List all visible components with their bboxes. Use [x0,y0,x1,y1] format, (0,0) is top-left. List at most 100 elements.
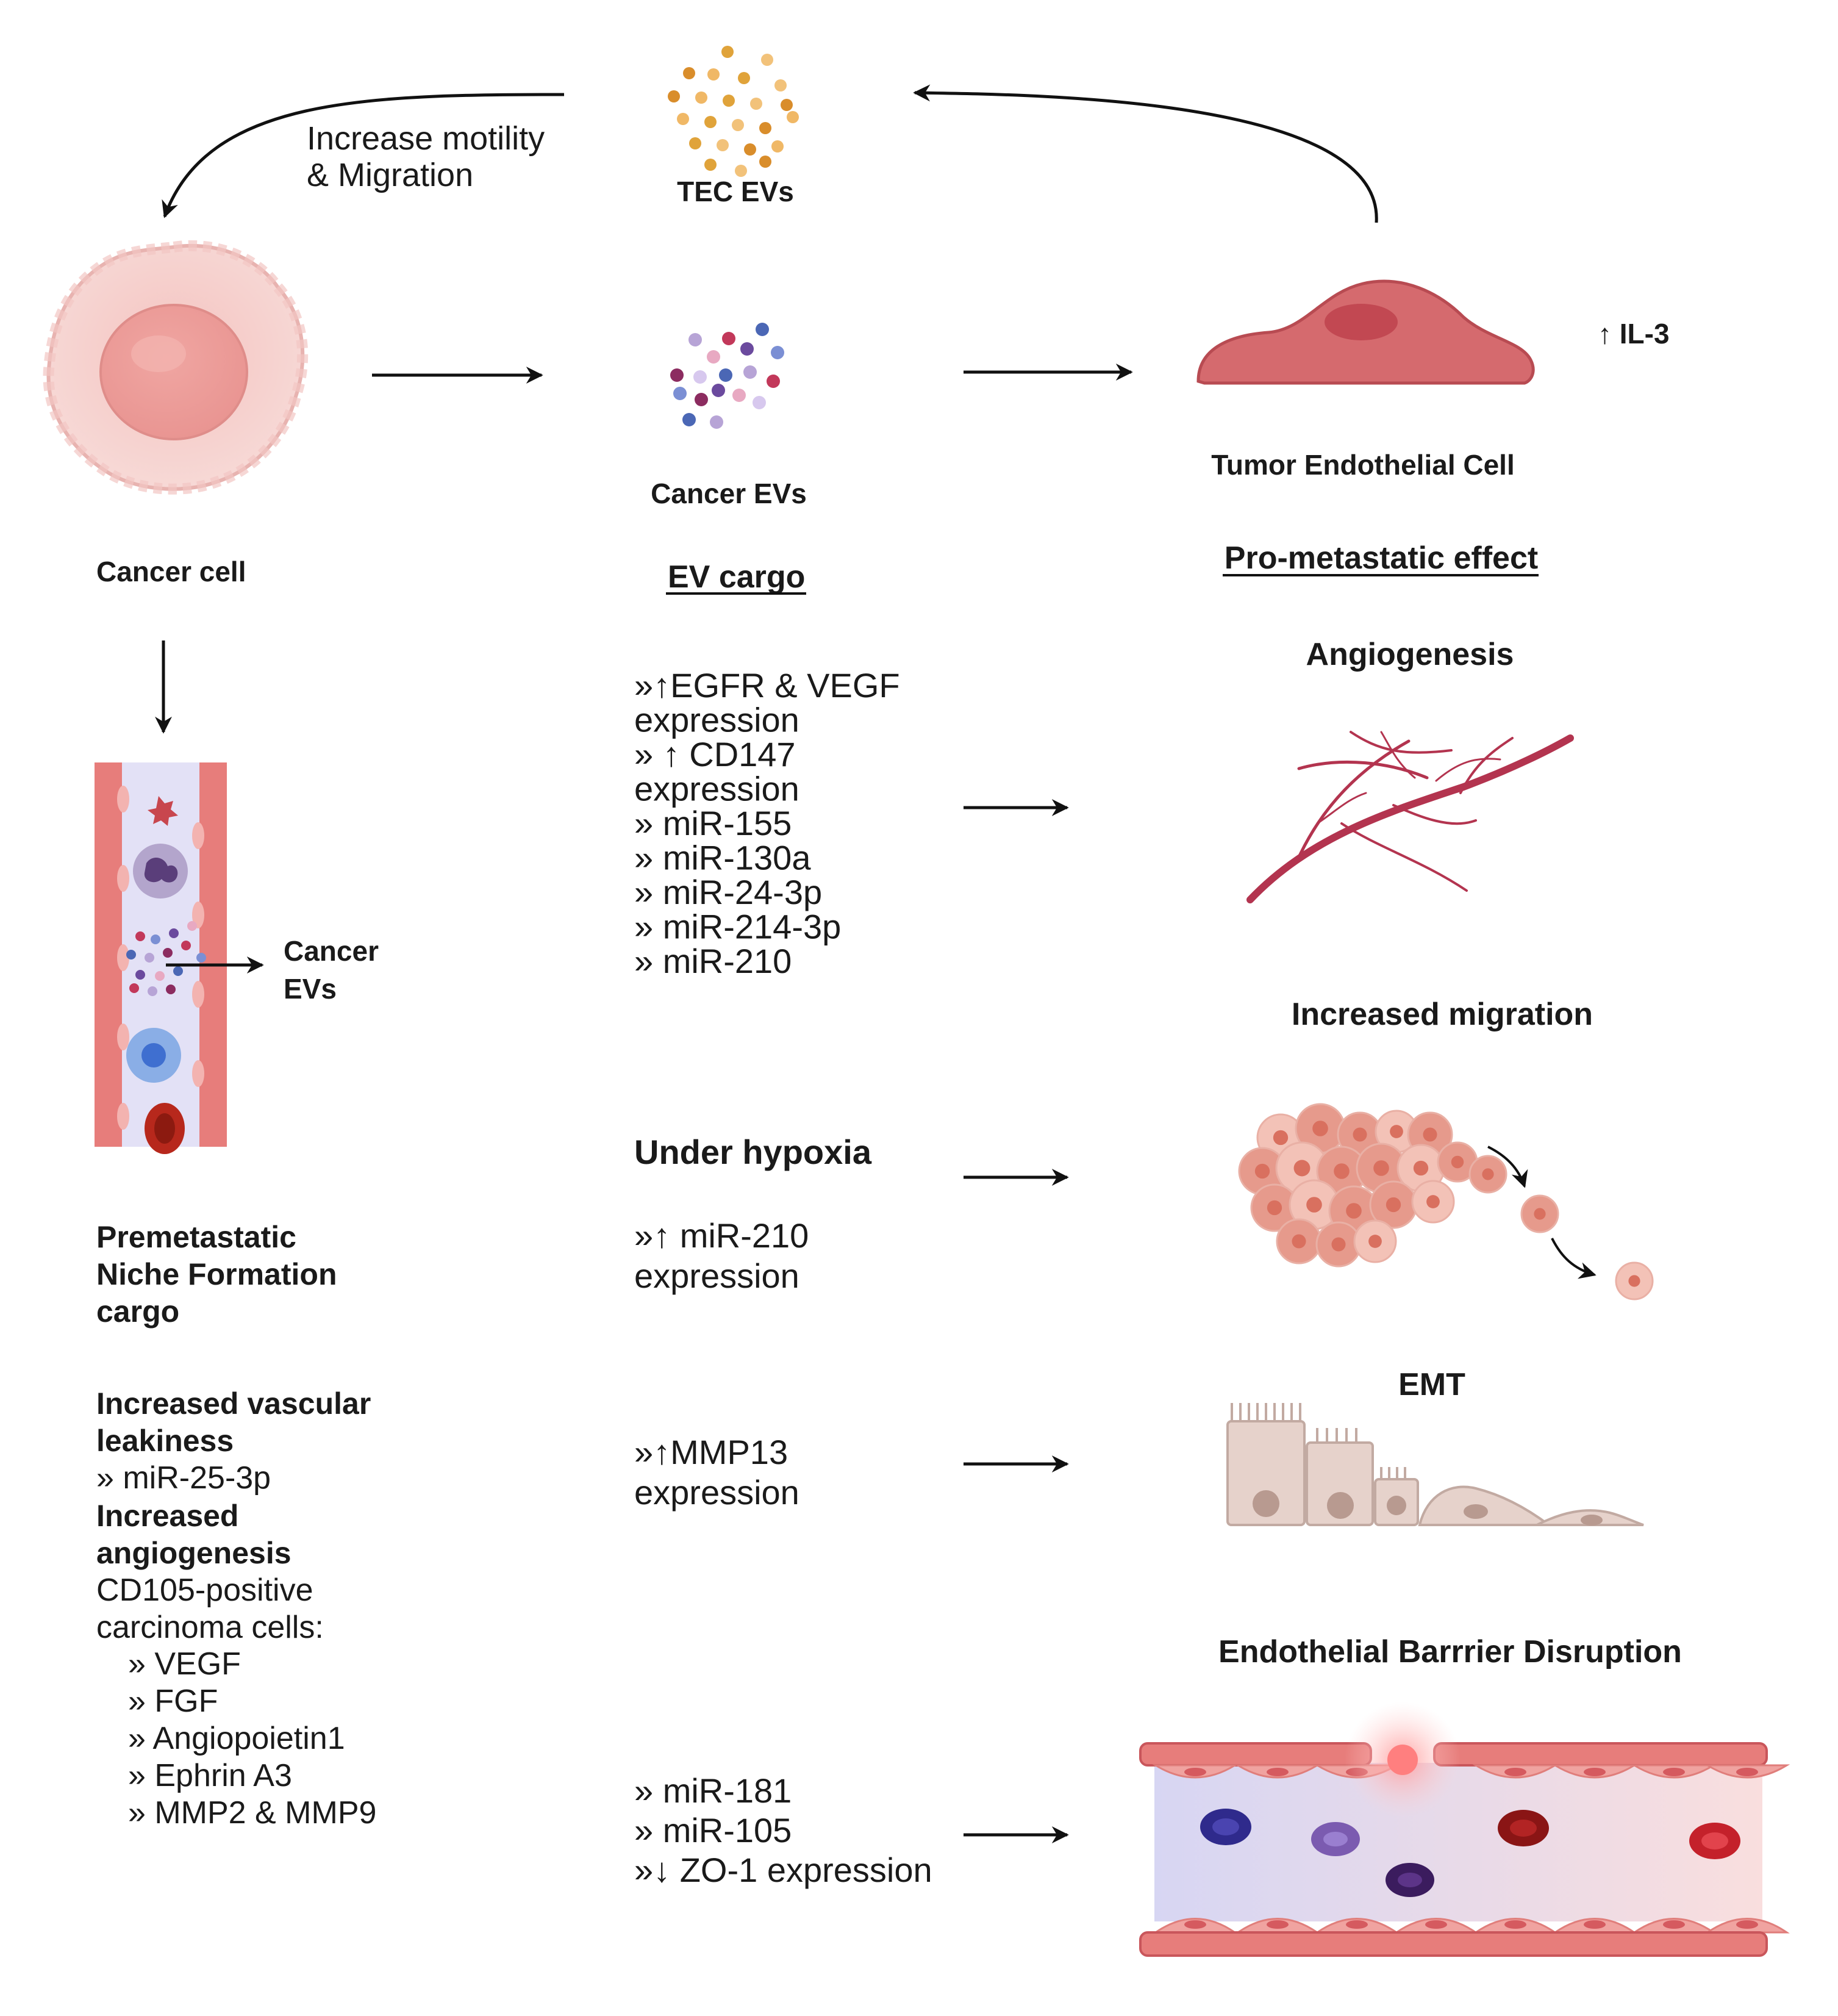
migration-label: Increased migration [1292,997,1593,1032]
cancer-cell-icon [43,240,309,495]
cancer-ev-dot [740,342,754,356]
tec-ev-dot [677,113,689,125]
endothelial-bottom-nucleus [1736,1920,1758,1929]
cancer-ev-dot [722,332,735,345]
cargo-item: »↑EGFR & VEGF [634,666,900,705]
angiogenesis-vessels-icon [1246,731,1574,903]
hypoxia-item: expression [634,1257,799,1295]
tec-ev-dot [717,139,729,151]
vessel-ev-dot [148,986,157,996]
cancer-evs-cluster-icon [670,323,784,429]
vessel-ev-dot [129,983,139,993]
vessel-ev-dot [169,928,179,938]
vessel-ev-dot [196,953,206,963]
cancer-ev-dot [712,384,725,397]
tec-ev-dot [723,95,735,107]
tec-ev-dot [689,137,701,149]
barrier-item: » miR-181 [634,1771,792,1810]
tumor-cell-nucleus [1334,1163,1350,1179]
cancer-ev-dot [719,368,732,382]
tec-ev-dot [668,90,680,102]
cancer-ev-dot [673,387,687,400]
tec-ev-dot [761,54,773,66]
tec-ev-dot [732,119,744,131]
tumor-cell-nucleus [1273,1130,1289,1146]
endothelial-bottom-nucleus [1184,1920,1206,1929]
tumor-cell-nucleus [1423,1127,1437,1142]
vessel-ev-dot [145,953,154,963]
tec-ev-dot [781,99,793,111]
pro-metastatic-heading: Pro-metastatic effect [1225,540,1538,576]
premetastatic-line: cargo [96,1294,179,1329]
cargo-item: » miR-214-3p [634,908,841,946]
endothelial-bottom-nucleus [1346,1920,1368,1929]
tumor-migration-icon [1238,1103,1654,1300]
tumor-cell-nucleus [1368,1235,1382,1248]
cargo-item: » miR-210 [634,942,792,980]
hypoxia-item: »↑ miR-210 [634,1216,809,1255]
tec-ev-dot [695,91,707,104]
barrier-item: » miR-105 [634,1811,792,1849]
tec-ev-dot [704,116,717,128]
endothelial-bottom-nucleus [1584,1920,1606,1929]
emt-label: EMT [1398,1367,1465,1402]
vessel-ev-dot [151,934,160,944]
vessel-ev-dot [187,921,197,931]
cancer-ev-dot [707,350,720,364]
mmp13-item: »↑MMP13 [634,1433,788,1471]
vessel-cancer-evs-line2: EVs [284,973,337,1005]
leakiness-item: » miR-25-3p [96,1460,271,1496]
tec-ev-dot [704,159,717,171]
vessel-ev-dot [135,931,145,941]
emt-cells-icon [1226,1403,1644,1526]
endothelial-bottom-nucleus [1425,1920,1447,1929]
cancer-ev-dot [695,393,708,406]
hypoxia-heading: Under hypoxia [634,1133,872,1171]
ev-cargo-heading: EV cargo [668,559,805,595]
endothelial-barrier-icon [1139,1702,1790,1957]
angiogenesis-heading-line: Increased [96,1499,238,1533]
tumor-cell-nucleus [1482,1168,1494,1180]
factor-item: » Ephrin A3 [128,1758,292,1793]
factor-item: » FGF [128,1684,218,1719]
tumor-cell-nucleus [1312,1121,1328,1136]
tec-ev-dot [735,165,747,177]
tumor-cell-nucleus [1426,1195,1440,1208]
premetastatic-line: Niche Formation [96,1257,337,1291]
vessel-ev-dot [163,948,173,958]
tumor-cell-nucleus [1267,1200,1282,1216]
il3-label: ↑ IL-3 [1598,318,1670,350]
tumor-cell-nucleus [1373,1160,1389,1176]
cancer-ev-dot [767,375,780,388]
endothelial-top-nucleus [1584,1768,1606,1776]
migration-arrow-1 [1487,1146,1528,1188]
tumor-cell-nucleus [1353,1127,1367,1142]
tumor-cell-nucleus [1306,1197,1322,1213]
factor-item: » VEGF [128,1646,241,1682]
cd105-line: CD105-positive [96,1573,313,1608]
barrier-label: Endothelial Barrrier Disruption [1218,1634,1682,1670]
cancer-ev-dot [710,415,723,429]
tec-ev-dot [759,156,771,168]
motility-label-line2: & Migration [307,157,473,193]
premetastatic-line: Premetastatic [96,1220,296,1254]
cargo-item: » miR-24-3p [634,873,822,911]
endothelial-top-nucleus [1504,1768,1526,1776]
tumor-cell-nucleus [1331,1237,1346,1252]
arrow-tec-to-cancer [162,93,565,218]
cancer-ev-dot [756,323,769,336]
tec-ev-dot [750,98,762,110]
vessel-ev-dot [155,971,165,981]
vessel-ev-dot [166,985,176,994]
barrier-list: » miR-181» miR-105»↓ ZO-1 expression [634,1771,932,1889]
tumor-endothelial-label: Tumor Endothelial Cell [1211,449,1515,481]
vessel-ev-dot [135,970,145,980]
cancer-ev-dot [743,365,757,379]
cancer-ev-dot [693,370,707,384]
endothelial-top-nucleus [1736,1768,1758,1776]
arrow-endothelial-to-tec [913,84,1378,223]
endothelial-bottom-nucleus [1504,1920,1526,1929]
